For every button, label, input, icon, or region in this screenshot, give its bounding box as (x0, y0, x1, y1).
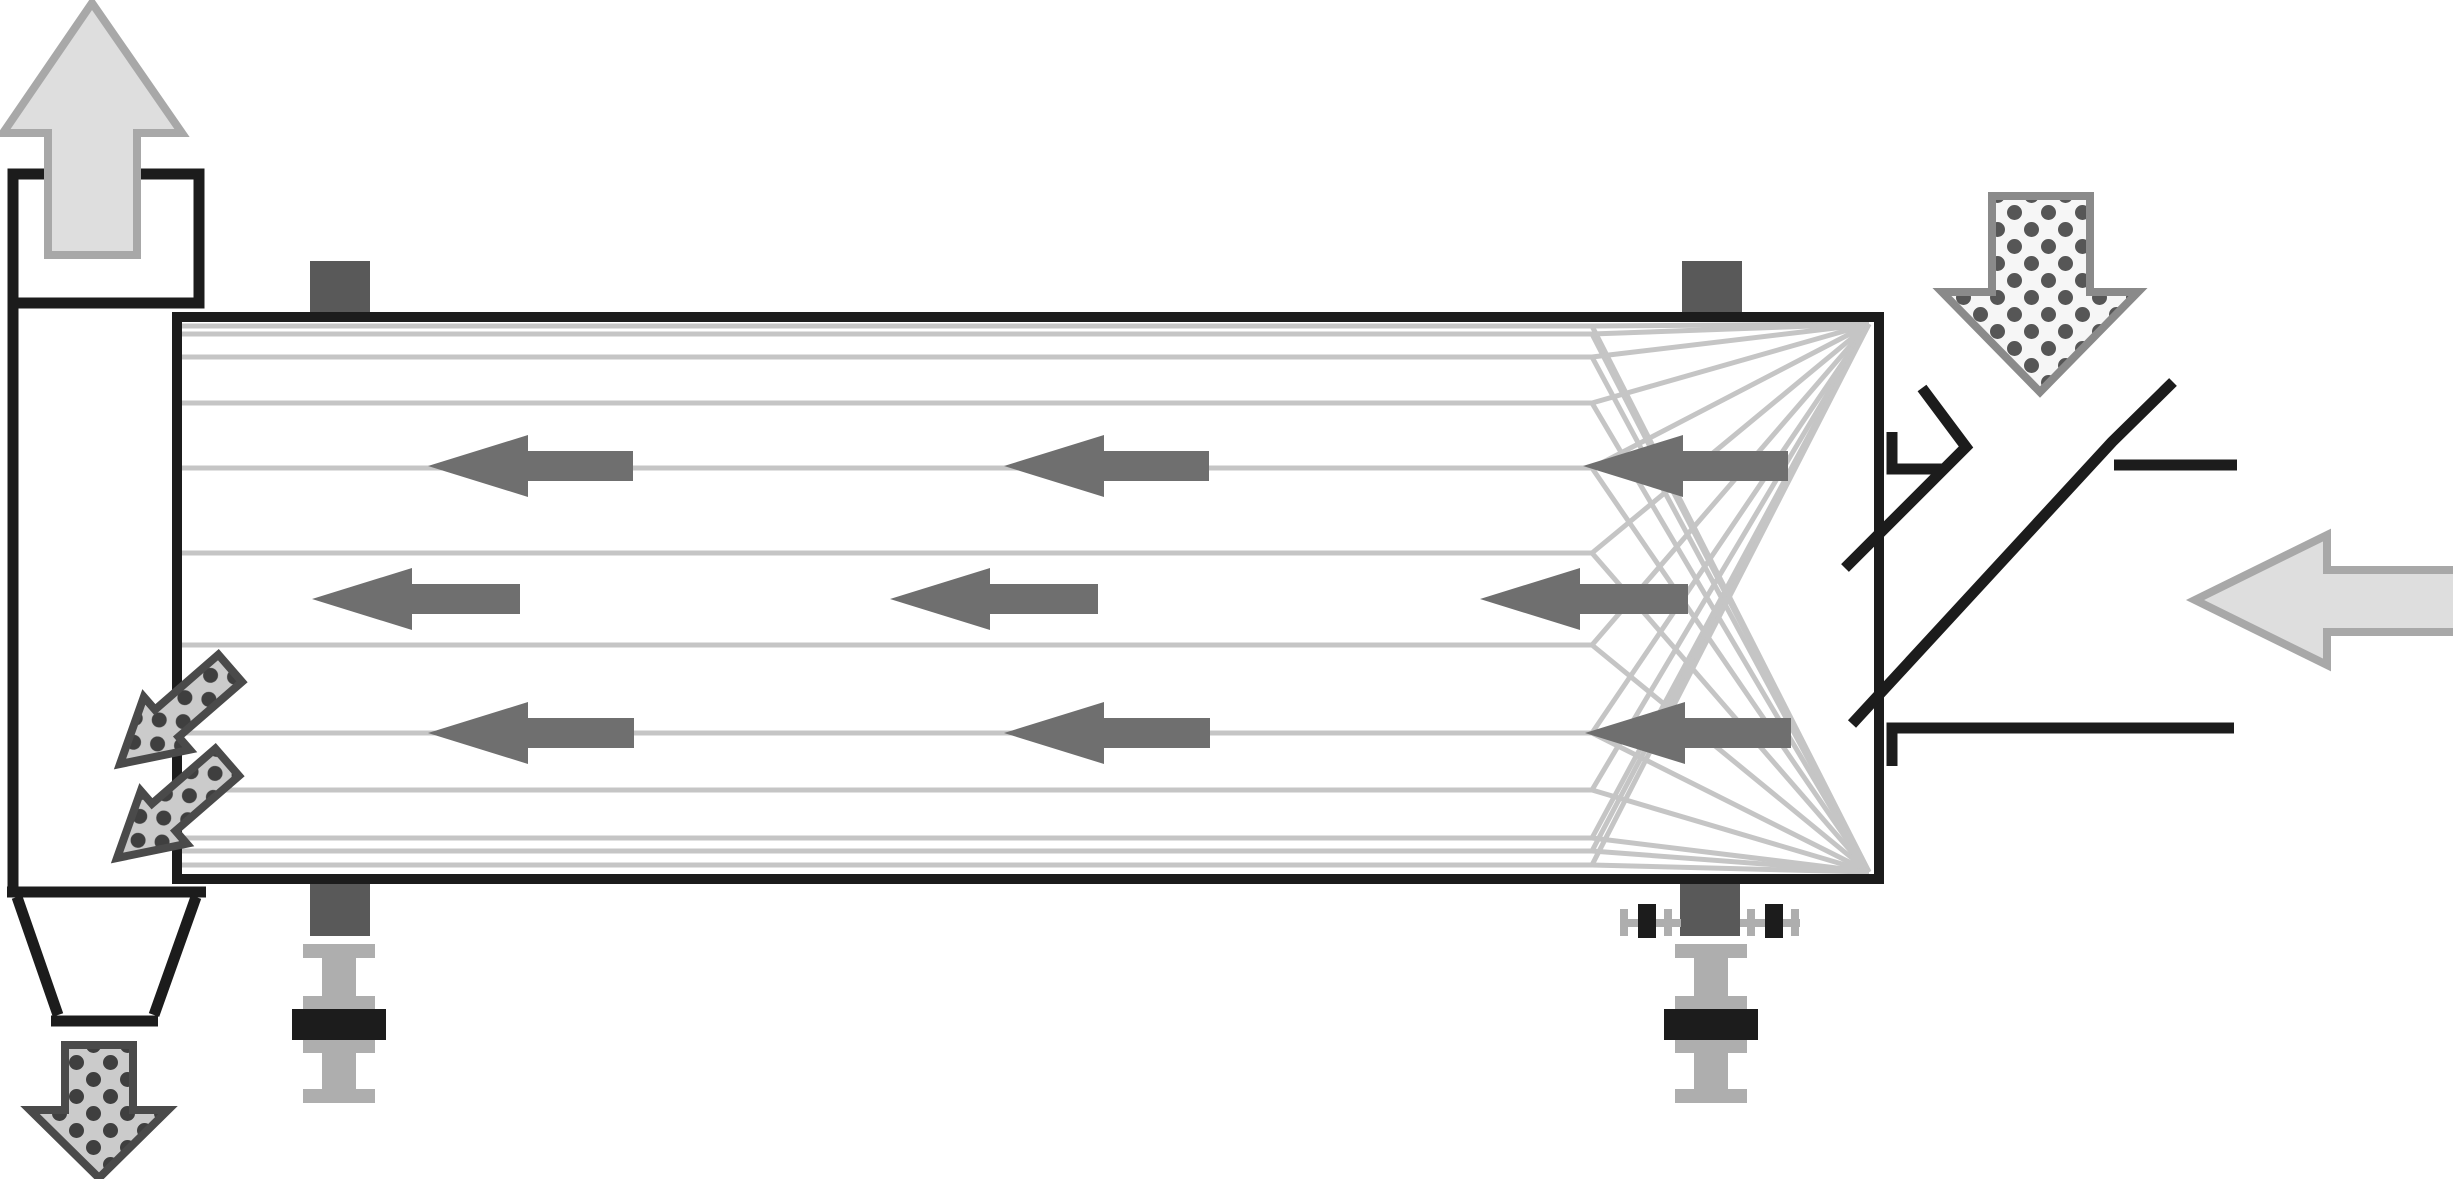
pinion-block (1765, 904, 1783, 938)
fan-ray-bottom (1589, 466, 1872, 874)
product-out-down-arrow (20, 1041, 178, 1179)
exhaust-up-arrow (0, 0, 190, 259)
support-flange (1675, 1089, 1747, 1103)
gas-flow-arrow (1583, 435, 1788, 497)
fan-ray-bottom (1591, 862, 1870, 875)
gas-flow-arrows (312, 435, 1791, 764)
gas-flow-arrow (428, 435, 633, 497)
fan-ray-top (1590, 322, 1871, 555)
drive-pinion (1620, 904, 1681, 938)
fan-ray-bottom (1590, 643, 1871, 874)
fan-ray-top (1589, 322, 1872, 792)
feed-material-arrow (1932, 192, 2148, 398)
drum-streamlines (179, 321, 1872, 875)
product-out-arrow (20, 1041, 178, 1179)
exhaust-gas-up-arrow (0, 0, 190, 259)
fan-ray-top (1591, 321, 1870, 337)
chute-line (1886, 722, 2234, 766)
chute-line (1841, 384, 1974, 572)
pinion-tick (1620, 909, 1628, 936)
solids-discharge-arrow (110, 742, 245, 864)
support-flange (1675, 996, 1747, 1009)
support-flange (303, 996, 375, 1009)
pinion-tick (1791, 909, 1799, 936)
funnel-right-slant (148, 895, 202, 1017)
support-rollers (292, 944, 1758, 1103)
drive-pinions (1620, 904, 1800, 938)
support-stem (322, 1053, 356, 1089)
drum-bottom-lug (1680, 884, 1740, 936)
support-stem (322, 958, 356, 996)
gas-flow-arrow (1585, 702, 1791, 764)
gas-flow-arrow (1004, 702, 1210, 764)
solids-discharge-arrows (110, 648, 248, 864)
support-stand (1664, 944, 1758, 1103)
support-stem (1694, 958, 1728, 996)
drive-pinion (1740, 904, 1800, 938)
feed-chute-lines (1841, 378, 2237, 766)
support-flange (303, 1089, 375, 1103)
gas-flow-arrow (1480, 568, 1688, 630)
feed-material-down-arrow (1932, 192, 2148, 398)
fan-ray-top (1591, 321, 1870, 406)
drum-top-lug (310, 261, 370, 312)
fan-ray-top (1590, 321, 1871, 471)
support-flange (303, 944, 375, 958)
drum-shell-outline (172, 312, 1884, 884)
gas-flow-arrow (1004, 435, 1209, 497)
support-stem (1694, 1053, 1728, 1089)
solids-discharge-arrow (113, 648, 248, 770)
funnel-left-slant (11, 895, 64, 1017)
pinion-block (1638, 904, 1656, 938)
support-roller (292, 1009, 386, 1040)
gas-flow-arrow (890, 568, 1098, 630)
hot-gas-inlet-arrow (2185, 528, 2453, 672)
chute-line (1886, 432, 1943, 475)
pinion-tick (1747, 909, 1755, 936)
support-flange (1675, 944, 1747, 958)
gas-flow-arrow (428, 702, 634, 764)
fan-ray-top (1591, 321, 1870, 360)
fan-ray-bottom (1591, 787, 1870, 875)
support-flange (303, 1040, 375, 1053)
hot-gas-inlet-arrow (2185, 528, 2453, 672)
fan-ray-top (1589, 322, 1872, 867)
drum-bottom-lug (310, 884, 370, 936)
fan-ray-top (1589, 322, 1872, 735)
support-flange (1675, 1040, 1747, 1053)
support-stand (292, 944, 386, 1103)
drum-riding-lugs (310, 261, 1742, 936)
drum-top-lug (1682, 261, 1742, 312)
support-roller (1664, 1009, 1758, 1040)
chute-line (1847, 378, 2177, 728)
pinion-tick (1664, 909, 1672, 936)
gas-flow-arrow (312, 568, 520, 630)
